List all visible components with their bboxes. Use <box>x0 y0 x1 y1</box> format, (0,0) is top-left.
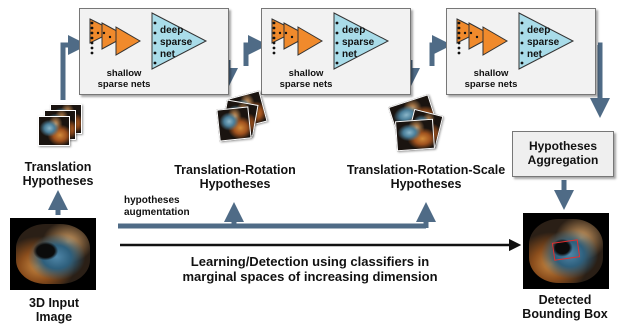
translation-rotation-scale-stack <box>388 94 452 158</box>
arrow-into-stage2 <box>243 35 268 66</box>
arrow-into-stage3 <box>429 35 452 66</box>
bounding-box <box>551 239 581 261</box>
network-icon <box>456 12 575 70</box>
arrow-translation-to-stage1 <box>60 35 88 100</box>
network-icon <box>271 12 390 70</box>
output-image <box>523 213 609 289</box>
network-icon <box>89 12 208 70</box>
translation-rotation-stack <box>214 90 274 144</box>
input-image <box>10 218 96 290</box>
translation-hypotheses-stack <box>36 104 86 148</box>
arrow-stage3-to-aggregation <box>590 42 610 118</box>
